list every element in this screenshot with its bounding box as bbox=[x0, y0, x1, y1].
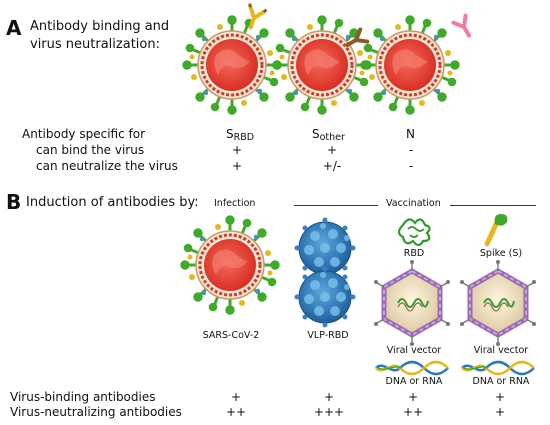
dna-rna-label-1: DNA or RNA bbox=[385, 376, 443, 387]
col-header-n: N bbox=[406, 127, 415, 141]
spike-label: Spike (S) bbox=[479, 248, 523, 259]
antibody-n-icon bbox=[451, 13, 478, 42]
rbd-icon bbox=[397, 218, 431, 247]
virus-a2-icon bbox=[272, 15, 372, 115]
sother-bind-value: + bbox=[326, 143, 338, 157]
srbd-bind-value: + bbox=[231, 143, 243, 157]
vlp-neutralizing-value: +++ bbox=[313, 405, 345, 419]
rbd-label: RBD bbox=[403, 248, 425, 259]
row-label-can-bind: can bind the virus bbox=[36, 143, 145, 157]
n-bind-value: - bbox=[408, 143, 414, 157]
vlp-rbd-icon-bottom bbox=[294, 266, 356, 328]
spike-icon bbox=[484, 214, 508, 247]
vector-spike-binding-value: + bbox=[494, 390, 506, 404]
sars-cov-2-label: SARS-CoV-2 bbox=[202, 330, 260, 341]
antibody-srbd-icon bbox=[242, 3, 268, 32]
viral-vector-spike-icon bbox=[460, 260, 536, 346]
srbd-neutralize-value: + bbox=[231, 159, 243, 173]
vector-rbd-binding-value: + bbox=[407, 390, 419, 404]
infection-header: Infection bbox=[214, 198, 256, 209]
panel-b-letter: B bbox=[6, 190, 22, 214]
sars-binding-value: + bbox=[230, 390, 242, 404]
virus-a3-icon bbox=[360, 13, 478, 115]
dna-rna-label-2: DNA or RNA bbox=[472, 376, 530, 387]
sars-cov-2-icon bbox=[180, 215, 280, 315]
col-header-sother: Sother bbox=[312, 127, 345, 143]
panel-a-title-line2: virus neutralization: bbox=[30, 37, 160, 52]
panel-a-title-line1: Antibody binding and bbox=[30, 19, 170, 34]
vaccination-divider-right bbox=[450, 205, 536, 206]
virus-a1-icon bbox=[182, 3, 282, 115]
vector-rbd-neutralizing-value: ++ bbox=[402, 405, 424, 419]
viral-vector-rbd-label: Viral vector bbox=[386, 345, 442, 356]
sars-neutralizing-value: ++ bbox=[225, 405, 247, 419]
dna-rna-icon-2 bbox=[460, 360, 536, 376]
vaccination-header: Vaccination bbox=[386, 198, 441, 209]
vlp-binding-value: + bbox=[323, 390, 335, 404]
col-header-srbd: SRBD bbox=[226, 127, 255, 143]
panel-b-title: Induction of antibodies by: bbox=[26, 195, 199, 210]
vlp-rbd-label: VLP-RBD bbox=[307, 330, 349, 341]
dna-rna-icon-1 bbox=[374, 360, 450, 376]
sother-neutralize-value: +/- bbox=[322, 159, 342, 173]
n-neutralize-value: - bbox=[408, 159, 414, 173]
row-header-antibody-specific: Antibody specific for bbox=[22, 127, 145, 141]
vaccination-divider-left bbox=[294, 205, 378, 206]
row-label-virus-neutralizing: Virus-neutralizing antibodies bbox=[10, 405, 182, 419]
viral-vector-rbd-icon bbox=[374, 260, 450, 346]
row-label-virus-binding: Virus-binding antibodies bbox=[10, 390, 156, 404]
panel-a-letter: A bbox=[6, 16, 22, 40]
viral-vector-spike-label: Viral vector bbox=[473, 345, 529, 356]
vector-spike-neutralizing-value: + bbox=[494, 405, 506, 419]
row-label-can-neutralize: can neutralize the virus bbox=[36, 159, 178, 173]
